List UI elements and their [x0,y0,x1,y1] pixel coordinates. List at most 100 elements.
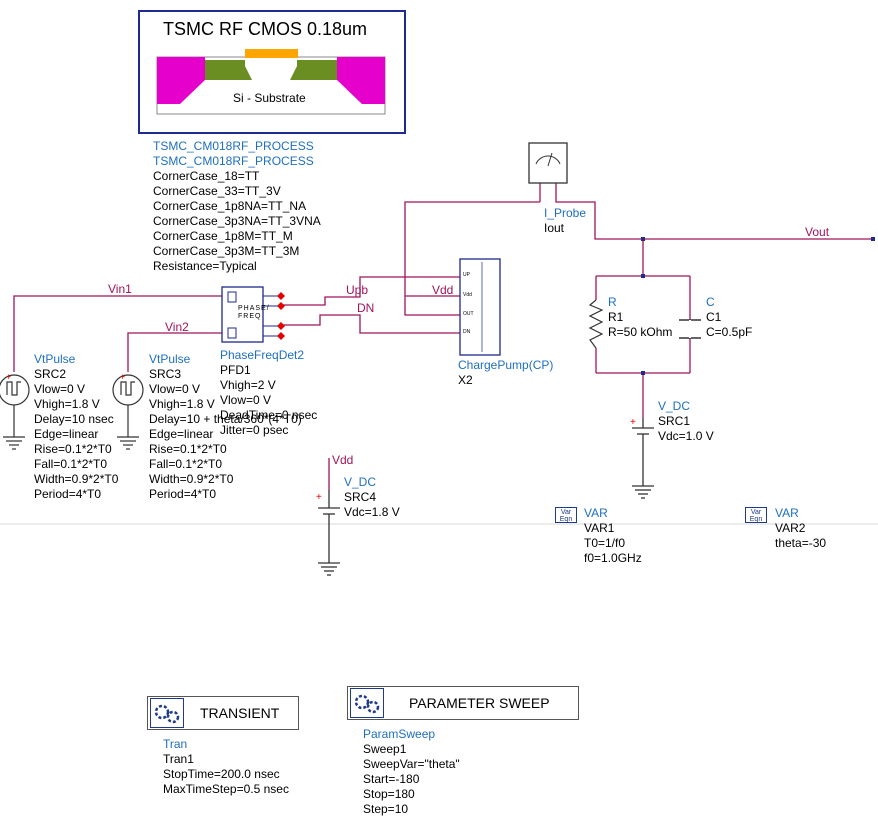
component-instance: SRC1 [658,414,691,428]
process-param: CornerCase_3p3M=TT_3M [153,244,300,258]
charge-pump-symbol[interactable] [459,258,501,356]
component-type: PhaseFreqDet2 [220,348,305,362]
transient-title: TRANSIENT [200,705,280,721]
transient-controller[interactable]: TRANSIENT [147,696,299,730]
process-instance: TSMC_CM018RF_PROCESS [153,154,314,168]
component-param: Vlow=0 V [149,382,201,396]
component-param: Jitter=0 psec [220,423,289,437]
component-type: Tran [163,737,188,751]
pfd-symbol[interactable] [221,286,278,343]
component-type: V_DC [658,399,691,413]
pfd-params[interactable]: PhaseFreqDet2 PFD1 Vhigh=2 V Vlow=0 V De… [220,348,317,438]
parameter-sweep-controller[interactable]: PARAMETER SWEEP [347,686,579,720]
process-param: CornerCase_1p8M=TT_M [153,229,293,243]
component-instance: SRC3 [149,367,182,381]
var2-params[interactable]: VAR VAR2 theta=-30 [775,506,826,551]
component-type: V_DC [344,475,377,489]
component-type: ChargePump(CP) [458,358,554,372]
process-param: CornerCase_1p8NA=TT_NA [153,199,307,213]
component-param: Period=4*T0 [34,487,102,501]
component-instance: C1 [706,310,722,324]
net-label-vdd-src4[interactable]: Vdd [332,453,354,467]
component-instance: X2 [458,373,473,387]
component-param: C=0.5pF [706,325,753,339]
component-type: C [706,295,715,309]
src3-params[interactable]: VtPulse SRC3 Vlow=0 V Vhigh=1.8 V Delay=… [149,352,302,502]
cp-pin-vdd: Vdd [463,292,472,298]
component-param: R=50 kOhm [608,325,673,339]
component-instance: Iout [544,221,565,235]
net-label-vout[interactable]: Vout [805,225,830,239]
process-param: CornerCase_3p3NA=TT_3VNA [153,214,321,228]
component-type: VAR [584,506,608,520]
cp-pin-out: OUT [463,311,474,317]
component-param: theta=-30 [775,536,827,550]
component-param: Delay=10 + theta/360*(4*T0) [149,412,302,426]
svg-text:+: + [630,417,636,428]
component-param: Vhigh=1.8 V [149,397,215,411]
component-type: R [608,295,617,309]
src1-params[interactable]: V_DC SRC1 Vdc=1.0 V [658,399,714,444]
component-param: Rise=0.1*2*T0 [149,442,227,456]
net-label-dn[interactable]: DN [357,301,375,315]
component-param: Edge=linear [34,427,99,441]
sweep-title: PARAMETER SWEEP [409,695,550,711]
component-type: VAR [775,506,799,520]
component-param: Fall=0.1*2*T0 [34,457,108,471]
component-instance: VAR2 [775,521,806,535]
process-params[interactable]: TSMC_CM018RF_PROCESS TSMC_CM018RF_PROCES… [153,139,321,274]
component-param: Stop=180 [363,787,415,801]
component-param: Start=-180 [363,772,420,786]
net-label-upb[interactable]: Upb [346,283,369,297]
component-param: DeadTime=0 nsec [220,408,318,422]
cp-pin-up: UP [463,272,470,278]
probe-params[interactable]: I_Probe Iout [544,206,586,236]
component-param: Vhigh=2 V [220,378,276,392]
gear-icon [350,688,384,718]
capacitor-params[interactable]: C C1 C=0.5pF [706,295,752,340]
svg-text:+: + [316,492,322,503]
svg-text:+: + [120,372,125,382]
pfd-symbol-text: PHASE/ FREQ [238,305,270,320]
net-label-vin2[interactable]: Vin2 [165,320,189,334]
src4-params[interactable]: V_DC SRC4 Vdc=1.8 V [344,475,400,520]
process-type: TSMC_CM018RF_PROCESS [153,139,314,153]
component-param: Vhigh=1.8 V [34,397,100,411]
current-probe-symbol[interactable] [528,142,568,184]
component-param: T0=1/f0 [584,536,626,550]
net-label-vdd[interactable]: Vdd [432,283,454,297]
component-instance: R1 [608,310,624,324]
transient-params[interactable]: Tran Tran1 StopTime=200.0 nsec MaxTimeSt… [163,737,289,797]
resistor-params[interactable]: R R1 R=50 kOhm [608,295,672,340]
var1-params[interactable]: VAR VAR1 T0=1/f0 f0=1.0GHz [584,506,642,566]
component-param: SweepVar="theta" [363,757,460,771]
cp-params[interactable]: ChargePump(CP) X2 [458,358,553,388]
component-param: f0=1.0GHz [584,551,642,565]
component-param: Width=0.9*2*T0 [149,472,234,486]
component-type: VtPulse [34,352,76,366]
process-logo[interactable] [138,10,406,134]
src2-params[interactable]: VtPulse SRC2 Vlow=0 V Vhigh=1.8 V Delay=… [34,352,118,502]
process-param: Resistance=Typical [153,259,257,273]
component-instance: SRC2 [34,367,67,381]
logo-title: TSMC RF CMOS 0.18um [163,19,368,39]
sweep-params[interactable]: ParamSweep Sweep1 SweepVar="theta" Start… [363,727,460,817]
component-instance: VAR1 [584,521,615,535]
component-param: Rise=0.1*2*T0 [34,442,112,456]
gear-icon [150,698,184,728]
component-instance: SRC4 [344,490,377,504]
component-param: StopTime=200.0 nsec [163,767,280,781]
component-instance: Tran1 [163,752,194,766]
cp-pin-dn: DN [463,329,471,335]
component-param: MaxTimeStep=0.5 nsec [163,782,289,796]
process-param: CornerCase_33=TT_3V [153,184,281,198]
component-param: Vdc=1.8 V [344,505,400,519]
component-param: Vlow=0 V [34,382,86,396]
component-param: Vdc=1.0 V [658,429,714,443]
component-instance: Sweep1 [363,742,407,756]
component-type: I_Probe [544,206,587,220]
net-label-vin1[interactable]: Vin1 [108,282,132,296]
